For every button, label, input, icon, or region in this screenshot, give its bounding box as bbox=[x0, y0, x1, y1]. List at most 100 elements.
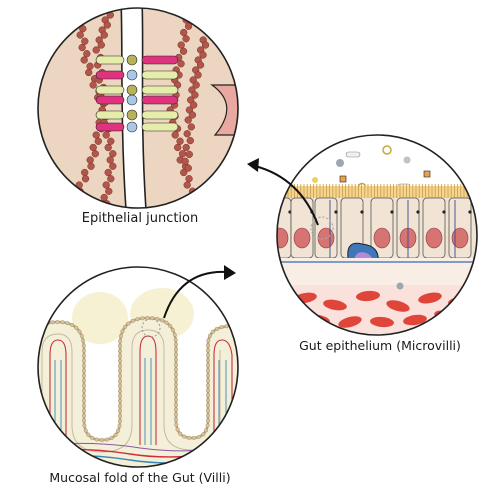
surface-cell bbox=[245, 324, 249, 328]
surface-cell bbox=[28, 433, 32, 437]
surface-cell bbox=[224, 324, 229, 329]
surface-cell bbox=[117, 419, 122, 424]
actin-bead bbox=[171, 131, 179, 139]
strand-left bbox=[95, 85, 125, 95]
arrow-to-junction bbox=[254, 165, 319, 226]
surface-cell bbox=[168, 324, 173, 329]
surface-cell bbox=[33, 329, 37, 333]
surface-cell bbox=[82, 423, 87, 428]
surface-cell bbox=[117, 344, 122, 349]
surface-cell bbox=[117, 369, 122, 374]
surface-cell bbox=[81, 398, 86, 403]
surface-cell bbox=[173, 367, 178, 372]
surface-cell bbox=[28, 383, 32, 387]
surface-cell bbox=[86, 432, 91, 437]
actin-bead bbox=[183, 130, 191, 138]
arrow-head-epithelium bbox=[224, 265, 236, 280]
surface-cell bbox=[205, 408, 210, 413]
epithelial-cells bbox=[277, 197, 472, 283]
actin-bead bbox=[184, 116, 192, 124]
surface-cell bbox=[182, 434, 187, 439]
surface-cell bbox=[173, 407, 178, 412]
tight-junction-dot bbox=[468, 210, 472, 214]
surface-cell bbox=[28, 353, 32, 357]
surface-cell bbox=[192, 435, 197, 440]
surface-cell bbox=[214, 326, 219, 331]
arrow-to-epithelium bbox=[163, 270, 227, 319]
surface-cell bbox=[187, 435, 192, 440]
surface-cell bbox=[117, 374, 122, 379]
surface-cell bbox=[145, 316, 150, 321]
gut-epithelium-panel bbox=[276, 134, 478, 336]
actin-bead bbox=[109, 162, 117, 170]
actin-bead bbox=[185, 150, 193, 159]
actin-bead bbox=[107, 137, 115, 145]
actin-bead bbox=[196, 61, 205, 69]
surface-cell bbox=[205, 393, 210, 398]
surface-cell bbox=[81, 363, 86, 368]
surface-cell bbox=[173, 402, 178, 407]
surface-cell bbox=[135, 317, 140, 322]
surface-cell bbox=[240, 324, 244, 328]
surface-cell bbox=[117, 389, 122, 394]
surface-cell bbox=[173, 352, 178, 357]
surface-cell bbox=[65, 321, 70, 326]
surface-cell bbox=[120, 329, 125, 334]
epithelial-junction-panel bbox=[37, 7, 239, 209]
surface-cell bbox=[28, 388, 32, 392]
actin-bead bbox=[92, 131, 100, 139]
surface-cell bbox=[81, 373, 86, 378]
surface-cell bbox=[130, 318, 135, 323]
actin-bead bbox=[74, 18, 82, 27]
surface-cell bbox=[205, 413, 210, 418]
surface-cell bbox=[28, 418, 32, 422]
surface-cell bbox=[104, 437, 109, 442]
surface-cell bbox=[117, 404, 122, 409]
actin-bead bbox=[174, 143, 182, 152]
strand-left bbox=[95, 110, 125, 120]
mucosal-villi-panel bbox=[28, 266, 249, 468]
surface-cell bbox=[207, 333, 212, 338]
surface-cell bbox=[205, 418, 210, 423]
surface-cell bbox=[50, 320, 55, 325]
arrow-head-junction bbox=[247, 158, 259, 172]
label-epithelial-junction: Epithelial junction bbox=[81, 211, 199, 226]
actin-bead bbox=[184, 22, 193, 30]
actin-bead bbox=[102, 131, 110, 139]
actin-bead bbox=[180, 28, 188, 37]
actin-bead bbox=[186, 136, 194, 145]
junction-protein bbox=[126, 54, 138, 66]
surface-cell bbox=[28, 363, 32, 367]
surface-cell bbox=[29, 338, 33, 342]
surface-cell bbox=[28, 348, 32, 352]
surface-cell bbox=[173, 362, 178, 367]
actin-bead bbox=[81, 175, 90, 183]
surface-cell bbox=[205, 348, 210, 353]
surface-cell bbox=[173, 392, 178, 397]
surface-cell bbox=[205, 368, 210, 373]
surface-cell bbox=[81, 368, 86, 373]
surface-cell bbox=[205, 398, 210, 403]
cell-nucleus bbox=[451, 227, 469, 249]
strand-right bbox=[141, 95, 179, 105]
surface-cell bbox=[99, 437, 104, 442]
surface-cell bbox=[28, 408, 32, 412]
surface-cell bbox=[81, 403, 86, 408]
cell-nucleus bbox=[425, 227, 443, 249]
surface-cell bbox=[77, 329, 82, 334]
junction-protein bbox=[126, 109, 138, 121]
surface-cell bbox=[117, 364, 122, 369]
surface-cell bbox=[81, 408, 86, 413]
surface-cell bbox=[38, 325, 41, 330]
surface-cell bbox=[205, 343, 210, 348]
surface-cell bbox=[140, 316, 145, 321]
strand-right bbox=[141, 122, 179, 132]
surface-cell bbox=[117, 354, 122, 359]
surface-cell bbox=[28, 428, 32, 432]
actin-bead bbox=[102, 181, 110, 189]
surface-cell bbox=[201, 432, 206, 437]
actin-bead bbox=[85, 68, 93, 77]
actin-bead bbox=[178, 150, 187, 158]
actin-bead bbox=[191, 91, 199, 99]
red-blood-cell bbox=[356, 290, 380, 302]
